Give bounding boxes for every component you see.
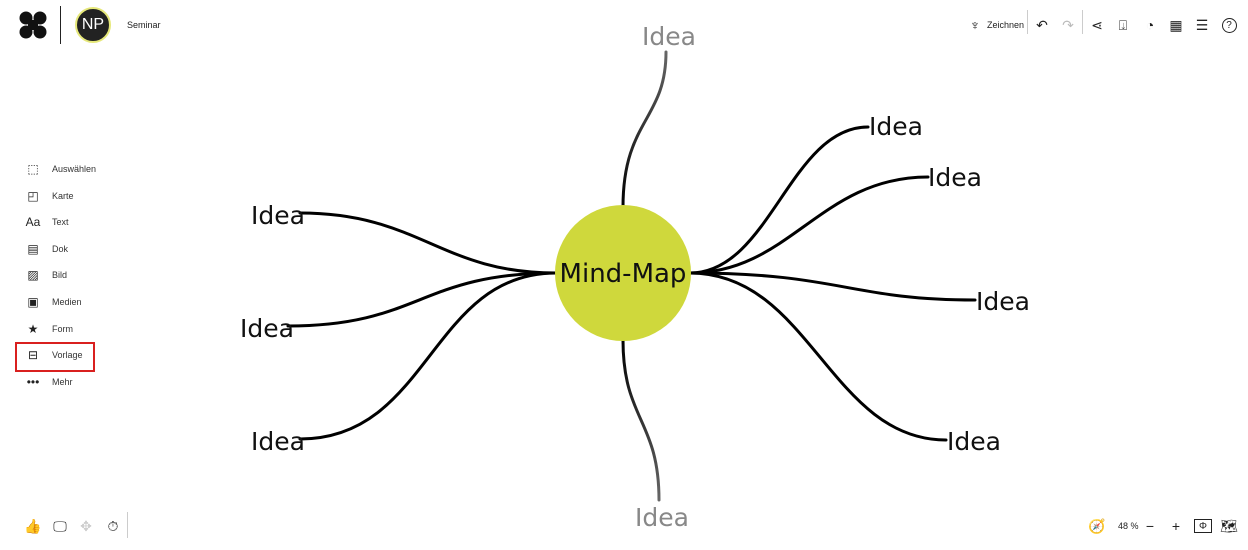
zoom-out-button[interactable]: − [1145, 518, 1155, 534]
settings-sliders-icon[interactable]: ☰ [1195, 16, 1209, 33]
redo-icon[interactable]: ↷ [1062, 16, 1074, 33]
sidebar-item-dok[interactable]: ▤ Dok [22, 238, 102, 260]
toolbar-divider [1082, 10, 1083, 34]
sidebar-item-label: Medien [52, 297, 82, 307]
draw-icon[interactable]: ♆ [969, 17, 981, 33]
highlight-box [15, 342, 95, 372]
branch-right-4 [688, 271, 948, 442]
branch-top [621, 50, 668, 209]
branch-right-3 [688, 271, 977, 302]
export-icon[interactable]: ⍗ [1118, 16, 1128, 33]
minimap-icon[interactable]: 🗺 [1220, 517, 1238, 534]
logo-icon [19, 11, 47, 39]
idea-node[interactable]: Idea [251, 427, 305, 456]
sidebar-item-text[interactable]: Aa Text [22, 211, 102, 233]
sidebar-item-label: Auswählen [52, 164, 97, 174]
idea-node[interactable]: Idea [642, 22, 696, 51]
idea-node[interactable]: Idea [947, 427, 1001, 456]
help-icon[interactable]: ? [1218, 14, 1240, 36]
grid-icon[interactable]: ▦ [1169, 16, 1183, 33]
toolbar-divider [1027, 10, 1028, 34]
idea-node[interactable]: Idea [635, 503, 689, 532]
branch-left-2 [286, 271, 558, 328]
branch-left-3 [298, 271, 558, 441]
document-icon: ▤ [27, 241, 39, 256]
idea-node[interactable]: Idea [869, 112, 923, 141]
sidebar-item-karte[interactable]: ◰ Karte [22, 185, 102, 207]
thumbs-up-icon[interactable]: 👍 [24, 517, 42, 534]
more-icon: ••• [26, 374, 40, 389]
avatar[interactable]: NP [75, 7, 111, 43]
sidebar-item-mehr[interactable]: ••• Mehr [22, 371, 102, 393]
draw-button[interactable]: Zeichnen [987, 20, 1025, 30]
sidebar-item-label: Form [52, 323, 73, 334]
timer-icon[interactable]: ⏱ [107, 517, 119, 534]
compass-icon[interactable]: 🧭 [1088, 517, 1106, 534]
board-title[interactable]: Seminar [127, 20, 161, 30]
template-icon: ⊟ [27, 348, 39, 363]
presentation-icon[interactable]: 🖵 [53, 517, 67, 534]
sidebar-item-bild[interactable]: ▨ Bild [22, 264, 102, 286]
sidebar-item-label: Mehr [52, 376, 73, 387]
navigation-icon[interactable]: ✥ [80, 517, 92, 534]
sidebar-item-form[interactable]: ★ Form [22, 318, 102, 340]
sidebar-item-vorlage[interactable]: ⊟ Vorlage [22, 344, 102, 366]
text-icon: Aa [25, 215, 41, 230]
zoom-level: 48 % [1118, 521, 1139, 531]
media-icon: ▣ [27, 295, 39, 309]
select-icon: ⬚ [27, 162, 39, 176]
center-node-label[interactable]: Mind-Map [559, 259, 687, 289]
star-icon: ★ [27, 321, 39, 336]
idea-node[interactable]: Idea [251, 201, 305, 230]
idea-node[interactable]: Idea [976, 287, 1030, 316]
center-node [555, 205, 691, 341]
branch-right-1 [688, 125, 870, 275]
sidebar-item-label: Karte [52, 190, 74, 201]
share-icon[interactable]: ⋖ [1091, 16, 1103, 33]
idea-node[interactable]: Idea [240, 314, 294, 343]
undo-icon[interactable]: ↶ [1036, 16, 1048, 33]
idea-node[interactable]: Idea [928, 163, 982, 192]
sidebar-item-label: Vorlage [52, 350, 83, 361]
sidebar-item-label: Dok [52, 243, 69, 254]
sidebar-item-medien[interactable]: ▣ Medien [22, 291, 102, 313]
branch-left-1 [298, 211, 558, 275]
card-icon: ◰ [27, 188, 39, 203]
image-icon: ▨ [27, 268, 39, 283]
header-divider [60, 6, 61, 44]
sidebar-item-label: Bild [52, 270, 68, 281]
follow-user-icon[interactable]: ◔ [1145, 17, 1155, 33]
branch-bottom [621, 338, 661, 502]
app-logo[interactable] [19, 11, 47, 39]
fit-screen-button[interactable]: Φ [1192, 515, 1214, 537]
bottom-divider [127, 512, 128, 538]
sidebar-item-label: Text [52, 217, 69, 228]
branch-right-2 [688, 175, 930, 275]
zoom-in-button[interactable]: + [1171, 518, 1181, 534]
sidebar-item-auswählen[interactable]: ⬚ Auswählen [22, 158, 102, 180]
